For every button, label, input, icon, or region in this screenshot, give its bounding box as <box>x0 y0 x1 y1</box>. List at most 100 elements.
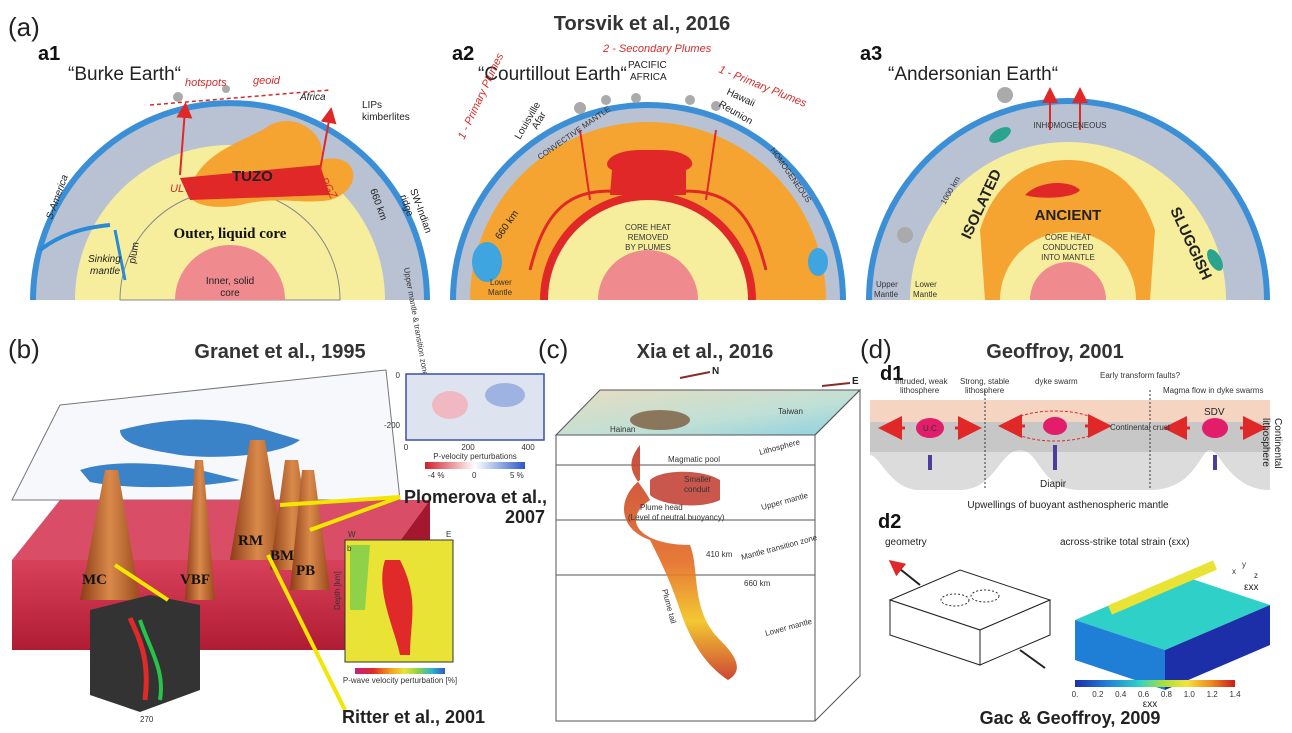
a2-pacific-plume <box>607 150 693 195</box>
a2-slab-right <box>808 248 828 276</box>
a3-hotspot-2 <box>897 227 913 243</box>
a2-inner-core <box>598 250 698 300</box>
a3-green-2 <box>1207 249 1223 271</box>
b-plume-mc <box>80 470 140 600</box>
d2-dyke-1 <box>940 593 970 607</box>
diagram-d2: d2 geometry across-strike total strain (… <box>878 511 1270 728</box>
a1-inner-core-label-1: Inner, solid <box>206 276 254 287</box>
b-inset-ytick-1: -200 <box>384 421 401 430</box>
b-arrow-plomerova-1 <box>309 495 401 532</box>
a3-green-1 <box>989 127 1011 143</box>
b-cbar-tick-2: 5 % <box>510 471 524 480</box>
c-plume <box>623 445 737 680</box>
a1-africa-label: Africa <box>299 92 326 103</box>
a1-ulvz-label: ULVZ <box>170 183 199 195</box>
d1-sdv: SDV <box>1204 407 1225 418</box>
a2-secondary-label: 2 - Secondary Plumes <box>602 43 712 55</box>
a3-red-patch <box>1025 183 1080 198</box>
d2-geometry: geometry <box>885 537 927 548</box>
a2-core-heat-1: CORE HEAT <box>625 223 671 232</box>
d2-strain: across-strike total strain (εxx) <box>1060 537 1189 548</box>
c-410: 410 km <box>706 550 733 559</box>
b-plume-vbf <box>185 460 215 600</box>
d2-axis-z: z <box>1254 571 1258 580</box>
c-mtz: Mantle transition zone <box>740 533 818 562</box>
a1-inner-core-label-2: core <box>220 288 240 299</box>
a3-name: “Andersonian Earth“ <box>888 64 1058 85</box>
diagram-d1: d1 Intruded, weak lithosphere Strong, st… <box>870 363 1283 511</box>
a3-inner-core <box>1030 262 1106 300</box>
d2-exx: εxx <box>1244 582 1258 593</box>
d1-uc: U.C. <box>923 424 939 433</box>
a3-inhomogeneous-label: INHOMOGENEOUS <box>1034 121 1107 130</box>
c-taiwan: Taiwan <box>778 407 803 416</box>
a2-hotspot-5 <box>711 101 721 111</box>
a2-plume-right-2 <box>705 129 717 201</box>
a1-geoid-label: geoid <box>253 75 281 87</box>
d2-colorbar-tick: 0. <box>1072 690 1079 699</box>
a2-pacific-label: PACIFIC <box>628 60 667 71</box>
panel-d-letter: (d) <box>860 334 892 364</box>
a3-hotspot-1 <box>997 87 1013 103</box>
c-north-arrow <box>679 371 711 379</box>
c-east-arrow <box>821 382 851 387</box>
panel-c: (c) Xia et al., 2016 Hainan Taiwan N E L… <box>538 334 862 722</box>
a3-upper-1: Upper <box>876 280 898 289</box>
b-arrow-plomerova-2 <box>279 495 401 507</box>
diagram-a3: a3 “Andersonian Earth“ INHOMOGENEOUS 100… <box>860 43 1270 300</box>
b-cbar-tick-1: 0 <box>472 471 477 480</box>
b-tomo-green <box>138 619 163 701</box>
d1-strong-1: Strong, stable <box>960 377 1010 386</box>
b-inset-ytick-0: 0 <box>396 371 401 380</box>
d1-upwellings: Upwellings of buoyant asthenospheric man… <box>967 500 1169 511</box>
b-ritter-e: E <box>446 530 451 539</box>
c-plume-head <box>650 471 720 506</box>
a1-outer-core-label: Outer, liquid core <box>174 226 287 242</box>
a2-hotspot-1 <box>574 102 586 114</box>
b-inset-xtick-0: 0 <box>404 443 409 452</box>
b-plomerova-1: Plomerova et al., <box>404 487 547 507</box>
b-ritter-green <box>350 545 370 610</box>
d1-magma-flow: Magma flow in dyke swarms <box>1163 386 1263 395</box>
d1-letter: d1 <box>880 363 903 385</box>
c-lower-mantle: Lower mantle <box>764 617 813 638</box>
c-magmatic-pool: Magmatic pool <box>668 455 720 464</box>
c-lithosphere: Lithosphere <box>758 437 801 457</box>
b-inset-xtick-1: 200 <box>461 443 475 452</box>
d2-axis-x: x <box>1232 567 1236 576</box>
c-map-top <box>554 389 862 436</box>
a1-sinking-slab <box>38 223 111 252</box>
d2-colorbar-tick: 0.4 <box>1115 690 1127 699</box>
b-tomo-red <box>127 616 149 701</box>
d1-intruded-2: lithosphere <box>900 386 940 395</box>
a1-name: “Burke Earth“ <box>68 64 181 85</box>
d1-continental-litho-1: Continental <box>1272 418 1283 469</box>
a1-letter: a1 <box>38 43 60 65</box>
d1-intruded-1: Intruded, weak <box>895 377 948 386</box>
a1-tuzo-label: TUZO <box>232 168 273 185</box>
d2-colorbar <box>1075 680 1235 687</box>
c-plume-head-2: (Level of neutral buoyancy) <box>628 513 725 522</box>
a1-plume-arrow-2 <box>319 107 337 171</box>
b-vbf-label: VBF <box>180 572 210 588</box>
d2-colorbar-tick: 0.6 <box>1138 690 1150 699</box>
a2-core-heat-3: BY PLUMES <box>625 243 671 252</box>
a1-sinking-label-2: mantle <box>90 266 120 277</box>
d1-strong-2: lithosphere <box>965 386 1005 395</box>
a1-sinking-slab-2 <box>113 229 127 281</box>
d2-letter: d2 <box>878 511 901 533</box>
b-ritter-red-anomaly <box>382 560 413 655</box>
b-cbar-tick-0: -4 % <box>428 471 444 480</box>
b-plume-rm <box>230 440 285 560</box>
a1-kimberlites-label: kimberlites <box>362 112 410 123</box>
d1-continental-crust: Continental crust <box>1110 423 1171 432</box>
d1-diapir: Diapir <box>1040 479 1067 490</box>
d2-extension-arrow-2 <box>1019 649 1046 669</box>
d2-axis-y: y <box>1242 560 1246 569</box>
a1-hotspot-1 <box>173 92 183 102</box>
d2-colorbar-tick: 1.0 <box>1184 690 1196 699</box>
c-east: E <box>852 376 859 387</box>
d2-dyke-2 <box>970 589 1000 603</box>
